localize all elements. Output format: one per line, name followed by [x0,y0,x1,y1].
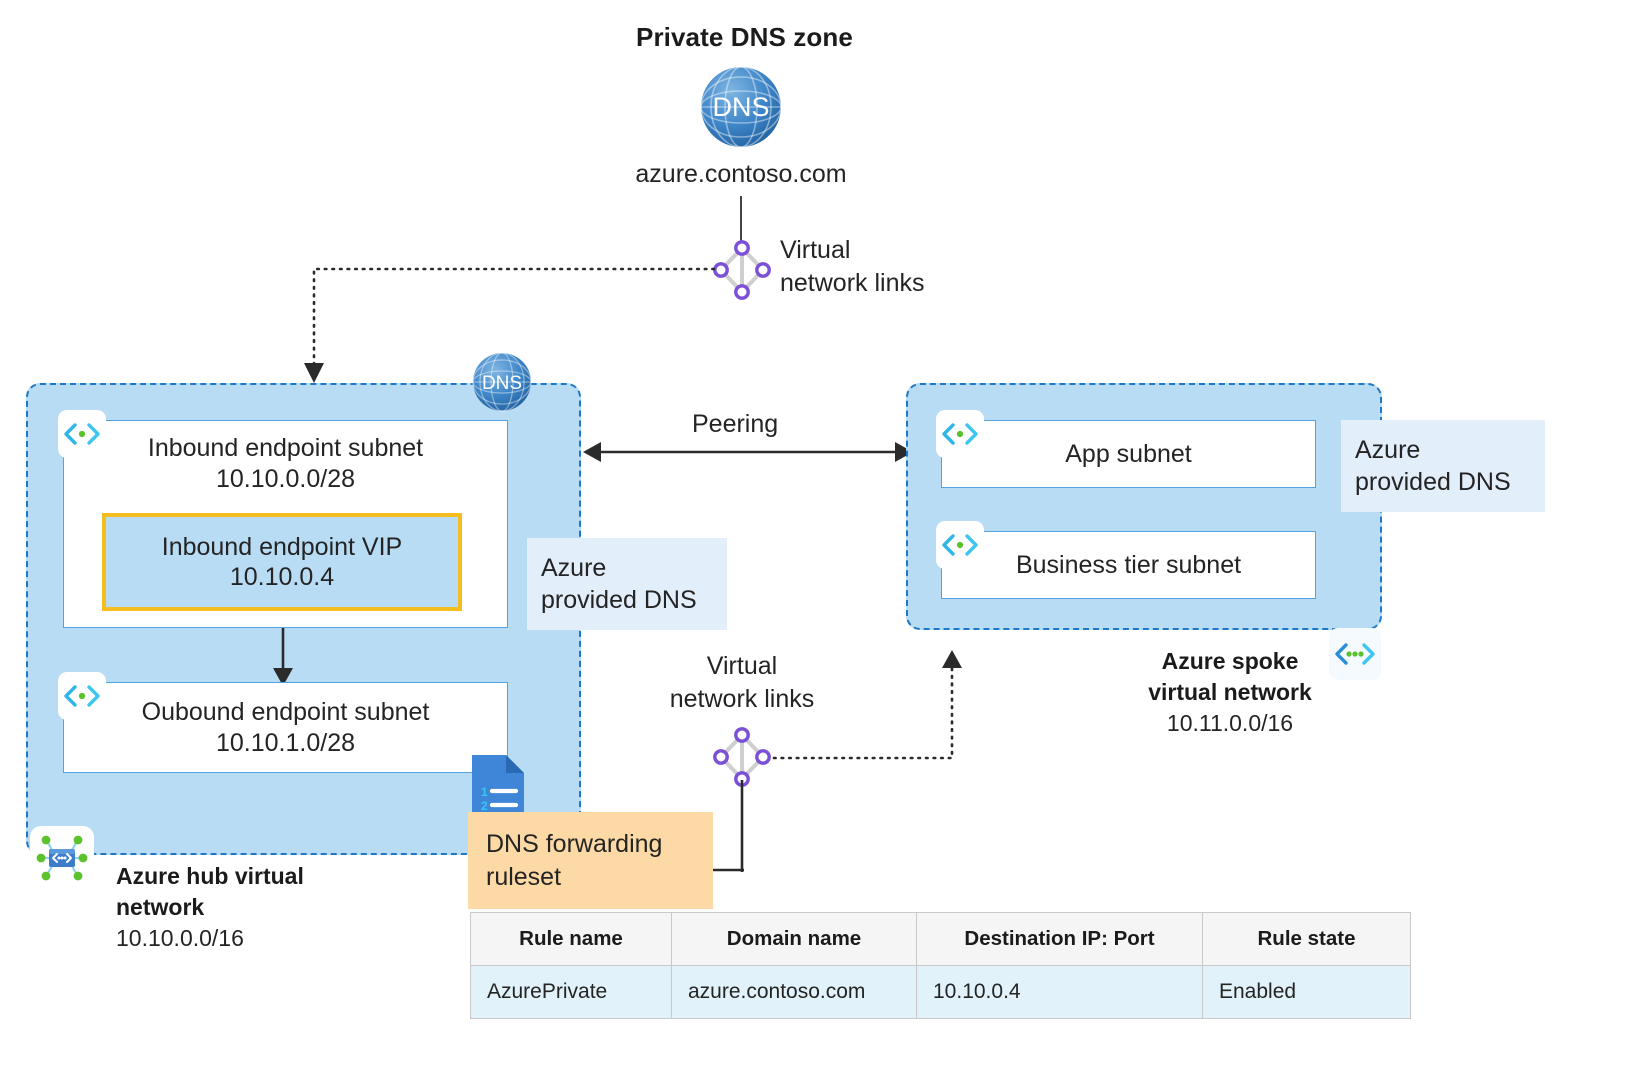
dns-forwarding-rules-table: Rule name Domain name Destination IP: Po… [470,912,1411,1019]
peering-label: Peering [692,410,779,438]
subnet-outbound-endpoint-name: Oubound endpoint subnet [141,698,430,726]
inbound-endpoint-vip-name: Inbound endpoint VIP [161,532,403,561]
subnet-icon-business-tier [936,521,984,569]
callout-hub-line2: provided DNS [541,586,697,614]
subnet-icon-app [936,410,984,458]
spoke-network-label: Azure spoke virtual network 10.11.0.0/16 [1110,646,1350,738]
ruleset-label-line2: ruleset [486,862,562,891]
private-dns-zone-domain: azure.contoso.com [635,160,847,188]
inbound-endpoint-vip[interactable]: Inbound endpoint VIP 10.10.0.4 [102,513,462,611]
dotted-connector-links-to-hub [304,267,716,383]
arrow-inbound-to-outbound [273,628,293,686]
dotted-connector-links-to-spoke [772,650,962,760]
hub-network-name-line2: network [116,893,205,920]
hub-network-cidr: 10.10.0.0/16 [116,924,244,951]
subnet-app[interactable]: App subnet [941,420,1316,488]
subnet-business-tier-name: Business tier subnet [1015,551,1242,579]
svg-text:1: 1 [481,785,488,799]
links-top-label-line1: Virtual [780,236,851,264]
svg-text:DNS: DNS [712,92,769,122]
diagram-title: Private DNS zone [636,22,853,52]
hub-dns-badge-icon: DNS [472,352,532,412]
vnet-icon-hub [30,826,94,890]
th-destination-ip-port: Destination IP: Port [916,912,1203,966]
links-bottom-label: Virtual network links [620,650,864,716]
subnet-outbound-endpoint[interactable]: Oubound endpoint subnet 10.10.1.0/28 [63,682,508,773]
links-bottom-label-line2: network links [669,685,815,713]
table-row: AzurePrivate azure.contoso.com 10.10.0.4… [470,965,1411,1019]
subnet-inbound-endpoint-name: Inbound endpoint subnet [147,434,424,462]
virtual-network-links-icon-bottom [712,727,772,787]
vnet-icon-spoke [1329,628,1381,680]
subnet-outbound-endpoint-cidr: 10.10.1.0/28 [215,728,355,757]
subnet-business-tier[interactable]: Business tier subnet [941,531,1316,599]
th-rule-state: Rule state [1202,912,1411,966]
ruleset-label-line1: DNS forwarding [486,830,663,858]
subnet-app-name: App subnet [1065,440,1192,468]
callout-spoke-line2: provided DNS [1355,468,1511,496]
callout-dns-forwarding-ruleset: DNS forwarding ruleset [468,812,713,909]
callout-hub-line1: Azure [541,553,607,582]
table-header-row: Rule name Domain name Destination IP: Po… [470,912,1411,966]
hub-network-label: Azure hub virtual network 10.10.0.0/16 [116,861,304,953]
connector-links-to-ruleset [740,780,744,872]
subnet-icon-inbound [58,410,106,458]
callout-azure-provided-dns-spoke: Azure provided DNS [1341,420,1545,512]
td-rule-state: Enabled [1202,965,1411,1019]
subnet-inbound-endpoint-cidr: 10.10.0.0/28 [215,464,355,493]
spoke-network-name-line1: Azure spoke [1161,648,1299,674]
hub-network-name-line1: Azure hub virtual [116,863,304,889]
links-top-label-line2: network links [780,269,925,297]
th-rule-name: Rule name [470,912,672,966]
td-domain-name: azure.contoso.com [671,965,917,1019]
links-top-label: Virtual network links [780,234,925,300]
callout-spoke-line1: Azure [1355,435,1421,464]
svg-text:DNS: DNS [482,373,522,394]
dns-globe-icon: DNS [700,66,782,148]
virtual-network-links-icon-top [712,240,772,300]
connector-zone-to-links [740,196,742,242]
spoke-network-name-line2: virtual network [1148,678,1312,705]
spoke-network-cidr: 10.11.0.0/16 [1166,709,1294,736]
td-rule-name: AzurePrivate [470,965,672,1019]
td-destination-ip-port: 10.10.0.4 [916,965,1203,1019]
links-bottom-label-line1: Virtual [706,652,778,680]
th-domain-name: Domain name [671,912,917,966]
subnet-icon-outbound [58,672,106,720]
document-list-icon: 1 2 [472,755,524,823]
callout-azure-provided-dns-hub: Azure provided DNS [527,538,727,630]
peering-double-arrow [583,442,913,462]
inbound-endpoint-vip-address: 10.10.0.4 [229,563,335,591]
svg-text:2: 2 [481,799,488,813]
